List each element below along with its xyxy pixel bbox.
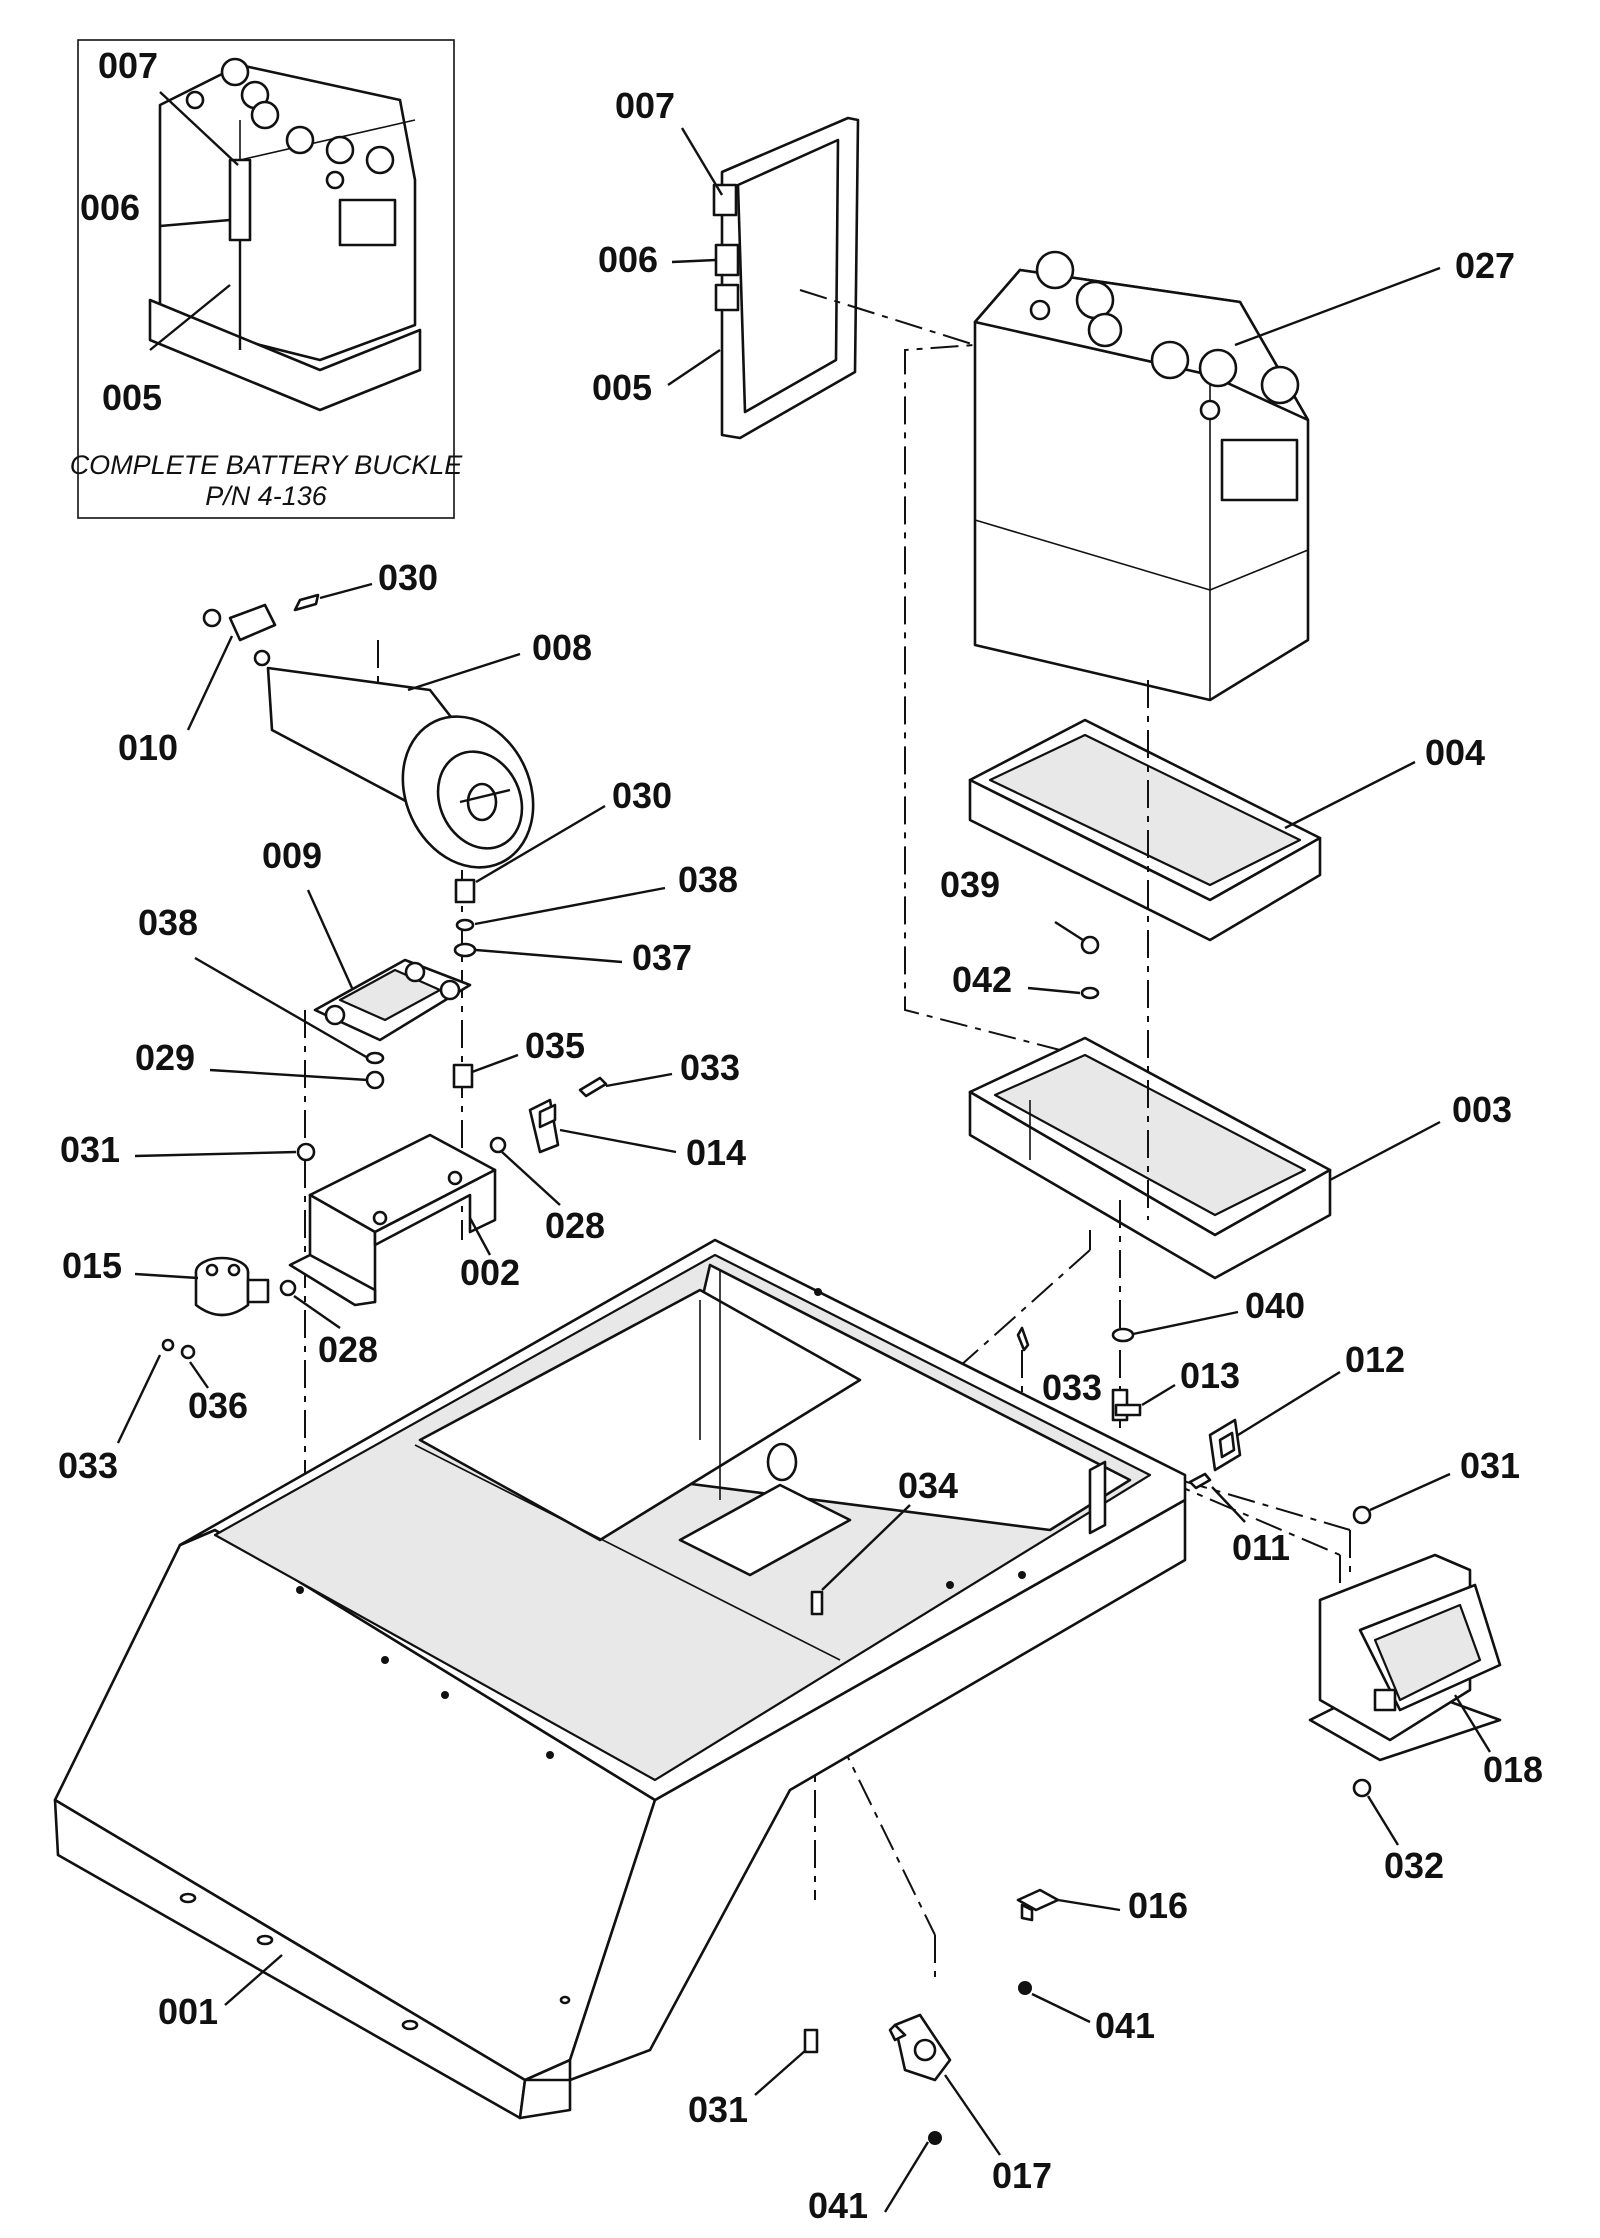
motor-mount-plate [313, 958, 472, 1042]
nut-040 [1111, 1327, 1135, 1343]
screw-034 [810, 1590, 824, 1616]
callout-031-bottom: 031 [688, 2089, 748, 2130]
callout-006-strap: 006 [598, 239, 658, 280]
battery [973, 250, 1310, 702]
inset-battery-drawing [148, 57, 422, 412]
callout-033-right: 033 [1042, 1367, 1102, 1408]
mounting-bracket-002 [288, 1133, 497, 1307]
bolt-031-right [1352, 1505, 1372, 1525]
callout-027: 027 [1455, 245, 1515, 286]
callout-033-top: 033 [680, 1047, 740, 1088]
bolt-029 [365, 1070, 385, 1090]
screw-033-top [578, 1076, 608, 1098]
callout-041-right: 041 [1095, 2005, 1155, 2046]
callout-036: 036 [188, 1385, 248, 1426]
bolt-031-left [296, 1142, 316, 1162]
callout-034: 034 [898, 1465, 958, 1506]
callout-032: 032 [1384, 1845, 1444, 1886]
nut-028-top [489, 1136, 507, 1154]
callout-010: 010 [118, 727, 178, 768]
callout-015: 015 [62, 1245, 122, 1286]
callout-014: 014 [686, 1132, 746, 1173]
callout-007-strap: 007 [615, 85, 675, 126]
callout-002: 002 [460, 1252, 520, 1293]
callout-011: 011 [1232, 1527, 1290, 1568]
housing-cabinet [53, 1238, 1187, 2120]
bolt-039 [1080, 935, 1100, 955]
washer-037 [453, 942, 477, 958]
callout-041-bottom: 041 [808, 2185, 868, 2226]
nut-035 [452, 1063, 474, 1089]
callout-001: 001 [158, 1991, 218, 2032]
switch-012 [1208, 1418, 1242, 1472]
washer-038-left [365, 1051, 385, 1065]
callout-030-top: 030 [378, 557, 438, 598]
callout-037: 037 [632, 937, 692, 978]
battery-buckle-inset: 007 006 005 COMPLETE BATTERY BUCKLE P/N … [70, 39, 464, 519]
nut-028-bottom [279, 1279, 297, 1297]
callout-003: 003 [1452, 1089, 1512, 1130]
callout-028-top: 028 [545, 1205, 605, 1246]
clip-016 [1016, 1888, 1060, 1922]
callout-017: 017 [992, 2155, 1052, 2196]
inset-caption-line2: P/N 4-136 [205, 481, 328, 511]
washer-038-right [455, 918, 475, 932]
screw-033-left [161, 1338, 175, 1352]
callout-038-left: 038 [138, 902, 198, 943]
callout-031-left: 031 [60, 1129, 120, 1170]
callout-035: 035 [525, 1025, 585, 1066]
callout-004: 004 [1425, 732, 1485, 773]
callout-008: 008 [532, 627, 592, 668]
transformer-018 [1308, 1553, 1502, 1762]
callout-042: 042 [952, 959, 1012, 1000]
solenoid-015 [194, 1256, 270, 1317]
switch-014 [528, 1098, 560, 1154]
callout-009: 009 [262, 835, 322, 876]
callout-030-mid: 030 [612, 775, 672, 816]
washer-042 [1080, 986, 1100, 1000]
callout-018: 018 [1483, 1749, 1543, 1790]
battery-strap [712, 116, 860, 440]
bracket-017 [888, 2013, 952, 2082]
valve-013 [1111, 1388, 1142, 1422]
callout-039: 039 [940, 864, 1000, 905]
motor [202, 593, 535, 869]
battery-base-tray [968, 1036, 1332, 1280]
callout-038-right: 038 [678, 859, 738, 900]
callout-005-inset: 005 [102, 377, 162, 418]
nut-041-bottom [928, 2131, 942, 2145]
callout-033-left: 033 [58, 1445, 118, 1486]
callout-031-right: 031 [1460, 1445, 1520, 1486]
screw-030-mid [454, 878, 476, 904]
callout-028-bottom: 028 [318, 1329, 378, 1370]
callout-007-inset: 007 [98, 45, 158, 86]
callout-016: 016 [1128, 1885, 1188, 1926]
nut-041-right [1018, 1981, 1032, 1995]
callout-029: 029 [135, 1037, 195, 1078]
bolt-031-bottom [803, 2028, 819, 2054]
nut-032 [1352, 1778, 1372, 1798]
inset-caption-line1: COMPLETE BATTERY BUCKLE [70, 450, 464, 480]
callout-012: 012 [1345, 1339, 1405, 1380]
callout-005-strap: 005 [592, 367, 652, 408]
callout-006-inset: 006 [80, 187, 140, 228]
battery-tray-insert [968, 718, 1322, 942]
callout-040: 040 [1245, 1285, 1305, 1326]
washer-036 [180, 1344, 196, 1360]
screw-011 [1188, 1472, 1212, 1490]
callout-013: 013 [1180, 1355, 1240, 1396]
screw-033-right [1016, 1326, 1030, 1352]
